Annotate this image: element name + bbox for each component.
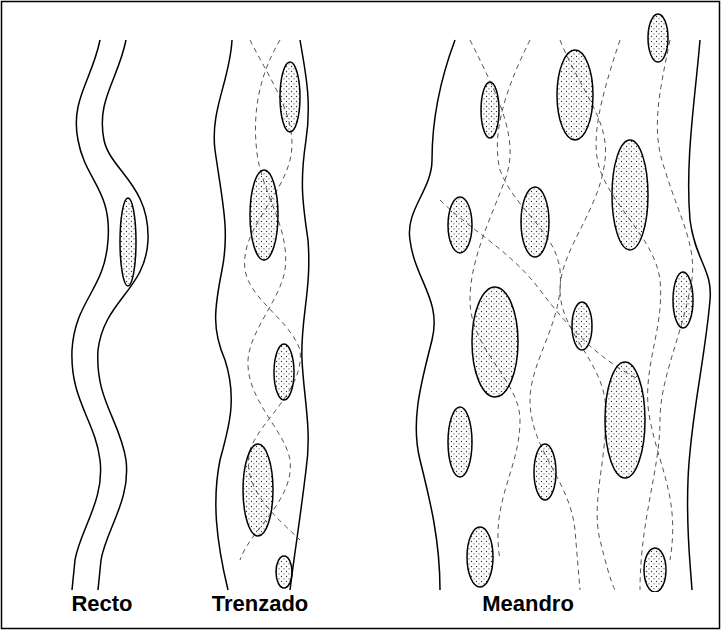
wide-channel — [409, 40, 710, 590]
pattern-label: Recto — [71, 592, 132, 616]
pattern-label: Meandro — [482, 592, 574, 616]
braided-channel — [214, 40, 309, 590]
braid-threads — [240, 40, 300, 560]
channel-bar — [243, 62, 300, 588]
pattern-label: Trenzado — [212, 592, 309, 616]
straight-channel — [72, 40, 148, 590]
braid-threads — [440, 40, 693, 590]
channel-bar — [120, 198, 136, 286]
channel-bar — [448, 14, 693, 592]
